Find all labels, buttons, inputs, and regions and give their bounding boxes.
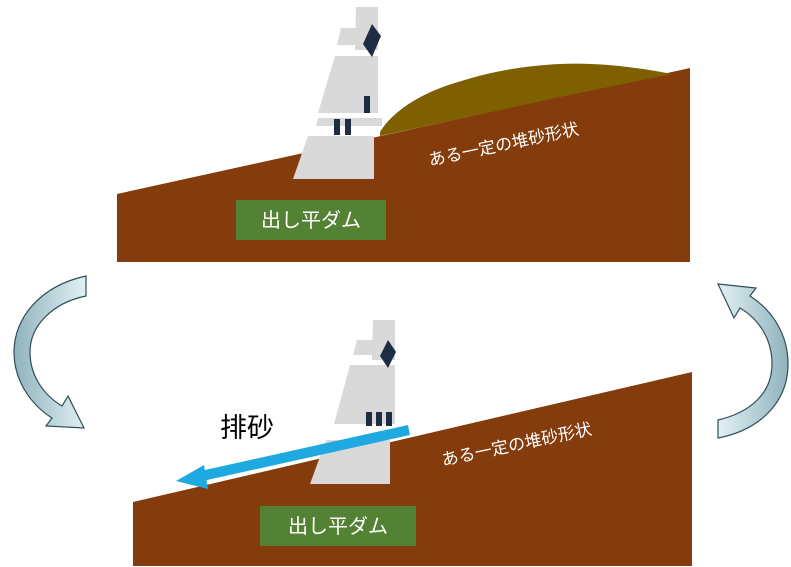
bottom-dam-window: [386, 412, 392, 426]
top-panel: 出し平ダム ある一定の堆砂形状: [117, 7, 690, 262]
top-dam-window: [345, 119, 351, 135]
bottom-dam-label-box: [260, 506, 416, 546]
top-dam-label: 出し平ダム: [261, 208, 361, 232]
bottom-dam-gate-icon: [380, 340, 396, 368]
top-sediment-deposit: [380, 63, 672, 136]
top-ground: [117, 68, 690, 262]
cycle-arrow-left: [13, 275, 87, 429]
bottom-dam: [310, 320, 396, 484]
bottom-panel: 排砂 出し平ダム ある一定の堆砂形状: [133, 320, 692, 566]
flush-label: 排砂: [220, 413, 274, 444]
bottom-dam-window: [366, 412, 372, 426]
bottom-dam-label: 出し平ダム: [288, 514, 388, 538]
cycle-arrow-right: [717, 283, 789, 439]
top-dam-window: [334, 119, 340, 135]
top-dam-label-box: [236, 200, 386, 240]
top-dam-gate-icon: [363, 24, 381, 57]
top-dam-window: [364, 96, 370, 113]
top-dam: [293, 7, 382, 179]
bottom-dam-window: [376, 412, 382, 426]
flush-arrow: [176, 425, 410, 489]
